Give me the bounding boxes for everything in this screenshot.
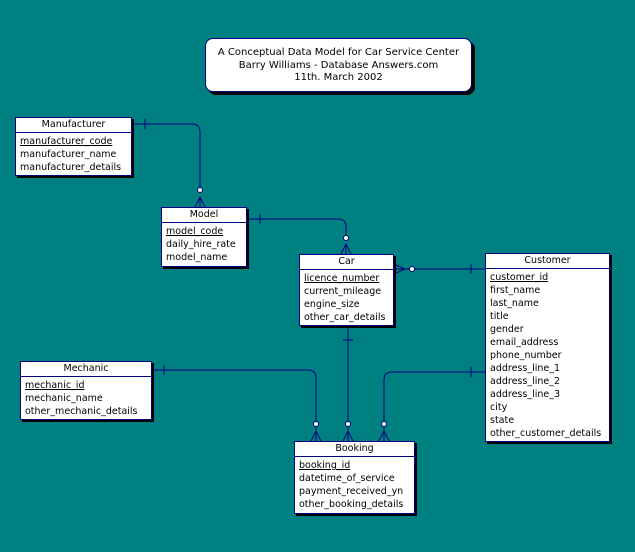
attribute: first_name — [490, 285, 541, 296]
attribute: title — [490, 311, 509, 322]
entity-mechanic[interactable]: Mechanic mechanic_id mechanic_name other_m… — [20, 361, 152, 420]
title-line-1: A Conceptual Data Model for Car Service … — [217, 47, 460, 58]
rel-customer-booking-crowfoot — [378, 429, 390, 442]
rel-model-car-line — [247, 218, 347, 236]
primary-key-attribute: licence_number — [304, 273, 380, 284]
attribute-list: licence_number current_mileage engine_size… — [300, 270, 393, 324]
primary-key-attribute: model_code — [166, 226, 224, 237]
attribute: other_customer_details — [490, 428, 602, 439]
attribute: last_name — [490, 298, 539, 309]
attribute: payment_received_yn — [299, 486, 404, 497]
attribute: other_booking_details — [299, 499, 404, 510]
entity-name: Manufacturer — [16, 118, 131, 133]
attribute: other_mechanic_details — [25, 406, 138, 417]
primary-key-attribute: manufacturer_code — [20, 136, 113, 147]
attribute: current_mileage — [304, 286, 382, 297]
attribute: engine_size — [304, 299, 360, 310]
entity-car[interactable]: Car licence_number current_mileage engine_… — [299, 254, 394, 326]
attribute-list: mechanic_id mechanic_name other_mechanic_d… — [21, 377, 151, 418]
rel-customer-car-zero-mark — [409, 266, 415, 272]
rel-manufacturer-model-zero-mark — [197, 187, 203, 193]
rel-manufacturer-model-crowfoot — [194, 195, 206, 208]
title-line-2: Barry Williams - Database Answers.com — [238, 59, 439, 71]
attribute-list: model_code daily_hire_rate model_name — [162, 223, 246, 264]
entity-name: Mechanic — [21, 362, 151, 377]
attribute: other_car_details — [304, 312, 386, 323]
entity-name: Booking — [295, 442, 414, 457]
attribute: gender — [490, 324, 524, 335]
rel-customer-booking-line — [383, 371, 485, 441]
attribute: address_line_1 — [490, 363, 561, 374]
primary-key-attribute: booking_id — [299, 460, 351, 471]
rel-mechanic-booking-zero-mark — [313, 421, 319, 427]
entity-name: Car — [300, 255, 393, 270]
rel-model-car-crowfoot — [340, 242, 352, 255]
rel-customer-car-crowfoot — [393, 263, 407, 275]
attribute: phone_number — [490, 350, 562, 361]
primary-key-attribute: customer_id — [490, 272, 549, 283]
rel-manufacturer-model-line — [132, 123, 201, 188]
attribute: city — [490, 402, 508, 413]
rel-mechanic-booking-line — [152, 369, 317, 441]
entity-name: Model — [162, 208, 246, 223]
entity-name: Customer — [486, 254, 609, 269]
attribute: state — [490, 415, 515, 426]
title-line-3: 11th. March 2002 — [294, 72, 383, 83]
attribute: model_name — [166, 252, 228, 263]
rel-customer-booking-zero-mark — [381, 421, 387, 427]
attribute: manufacturer_details — [20, 162, 122, 173]
attribute: mechanic_name — [25, 393, 103, 404]
rel-model-car-zero-mark — [343, 235, 349, 241]
primary-key-attribute: mechanic_id — [25, 380, 85, 391]
rel-car-booking-crowfoot — [342, 429, 354, 442]
diagram-title-box: A Conceptual Data Model for Car Service … — [205, 38, 472, 92]
attribute-list: booking_id datetime_of_service payment_rec… — [295, 457, 414, 511]
attribute: datetime_of_service — [299, 473, 395, 484]
attribute: address_line_3 — [490, 389, 561, 400]
attribute: email_address — [490, 337, 559, 348]
attribute: manufacturer_name — [20, 149, 117, 160]
rel-mechanic-booking-crowfoot — [310, 429, 322, 442]
attribute: address_line_2 — [490, 376, 561, 387]
entity-model[interactable]: Model model_code daily_hire_rate model_nam… — [161, 207, 247, 267]
attribute: daily_hire_rate — [166, 239, 236, 250]
rel-car-booking-zero-mark — [345, 421, 351, 427]
